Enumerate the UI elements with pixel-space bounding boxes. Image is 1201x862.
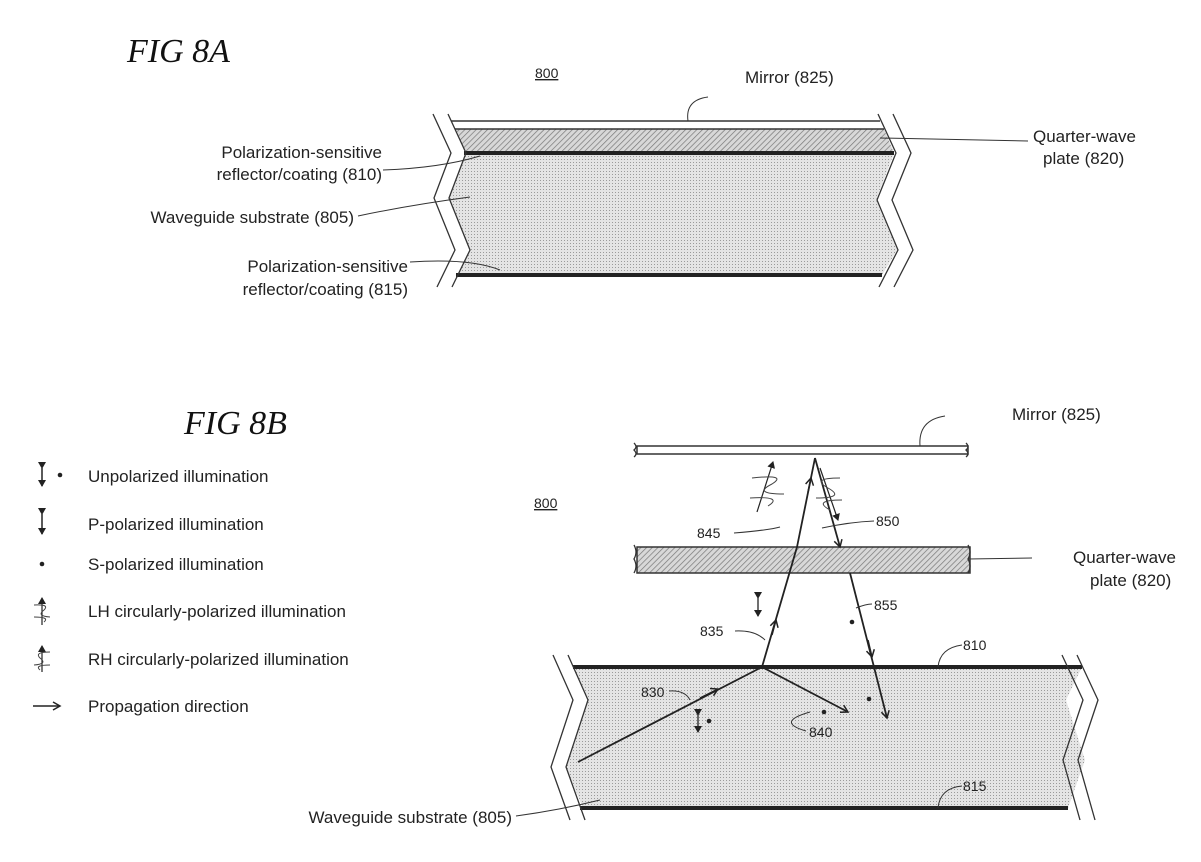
break-line-left-outer: [550, 654, 574, 821]
label-qwp-line2: plate (820): [1090, 571, 1171, 590]
break-line-left-outer: [432, 113, 456, 288]
leader-815: [409, 260, 501, 271]
ray-855: [849, 572, 890, 720]
lh-circular-icon: [749, 461, 785, 513]
figure-title: FIG 8B: [183, 405, 287, 442]
quarter-wave-plate: [633, 544, 971, 574]
polarization-markers: [694, 461, 872, 733]
leader-840: [791, 711, 811, 732]
leader-810: [382, 155, 481, 171]
light-rays: [577, 457, 890, 763]
ref-810: 810: [963, 637, 987, 653]
s-polarized-icon: [849, 619, 855, 625]
leader-810: [937, 644, 963, 668]
lh-circular-icon: [33, 597, 51, 625]
break-line-right-inner: [876, 113, 899, 288]
break-line-left-inner: [565, 654, 589, 821]
arrow-icon: [699, 687, 720, 699]
leader-805: [357, 196, 471, 217]
arrow-icon: [769, 618, 779, 636]
s-polarized-icon: [866, 696, 872, 702]
label-psr-top-2: reflector/coating (810): [217, 165, 382, 184]
ray-830: [577, 666, 763, 763]
unpolarized-icon: [38, 462, 63, 487]
quarter-wave-plate: [456, 129, 894, 153]
rh-circular-icon: [33, 645, 51, 672]
legend-label: P-polarized illumination: [88, 515, 264, 534]
figure-title: FIG 8A: [126, 33, 230, 70]
ref-845: 845: [697, 525, 721, 541]
s-polarized-icon: [39, 561, 45, 567]
s-polarized-icon: [706, 718, 712, 724]
ref-835: 835: [700, 623, 724, 639]
leader-qwp: [879, 137, 1029, 142]
label-substrate: Waveguide substrate (805): [151, 208, 354, 227]
label-qwp-line1: Quarter-wave: [1033, 127, 1136, 146]
ref-855: 855: [874, 597, 898, 613]
leader-qwp: [967, 557, 1033, 560]
waveguide-substrate: [449, 153, 897, 275]
leader-815: [937, 785, 963, 809]
ray-840: [761, 666, 850, 714]
leader-830: [668, 690, 691, 701]
leader-mirror: [919, 415, 946, 447]
ray-845: [796, 457, 816, 548]
label-psr-top-1: Polarization-sensitive: [221, 143, 382, 162]
leader-835: [734, 630, 766, 641]
ray-850: [814, 457, 843, 549]
label-mirror: Mirror (825): [745, 68, 834, 87]
break-line-right-outer: [1076, 654, 1099, 821]
leader-850: [821, 520, 875, 529]
label-substrate: Waveguide substrate (805): [309, 808, 512, 827]
label-mirror: Mirror (825): [1012, 405, 1101, 424]
reference-number: 800: [534, 495, 558, 511]
arrow-icon: [805, 476, 815, 493]
reference-number: 800: [535, 65, 559, 81]
figure-8b: FIG 8B 800 Unpolarized illumination P-po…: [33, 405, 1176, 827]
ref-830: 830: [641, 684, 665, 700]
s-polarized-icon: [821, 709, 827, 715]
leader-805: [515, 799, 601, 817]
ref-840: 840: [809, 724, 833, 740]
waveguide-substrate: [566, 667, 1085, 808]
legend: Unpolarized illumination P-polarized ill…: [33, 462, 349, 716]
label-qwp-line2: plate (820): [1043, 149, 1124, 168]
ray-835: [761, 546, 798, 668]
rh-circular-icon: [815, 467, 843, 521]
legend-label: S-polarized illumination: [88, 555, 264, 574]
label-psr-bottom-2: reflector/coating (815): [243, 280, 408, 299]
label-psr-bottom-1: Polarization-sensitive: [247, 257, 408, 276]
break-line-right-outer: [891, 113, 914, 288]
leader-845: [733, 526, 781, 534]
mirror: [633, 442, 969, 458]
figure-8a: FIG 8A 800 Mirror (825) Quarter-wave pla…: [126, 33, 1136, 299]
leader-mirror: [687, 96, 709, 122]
legend-label: RH circularly-polarized illumination: [88, 650, 349, 669]
leader-855: [855, 603, 873, 609]
arrow-icon: [865, 639, 876, 659]
legend-label: LH circularly-polarized illumination: [88, 602, 346, 621]
break-line-right-inner: [1061, 654, 1084, 821]
ref-850: 850: [876, 513, 900, 529]
legend-label: Unpolarized illumination: [88, 467, 268, 486]
ref-815: 815: [963, 778, 987, 794]
label-qwp-line1: Quarter-wave: [1073, 548, 1176, 567]
legend-label: Propagation direction: [88, 697, 249, 716]
